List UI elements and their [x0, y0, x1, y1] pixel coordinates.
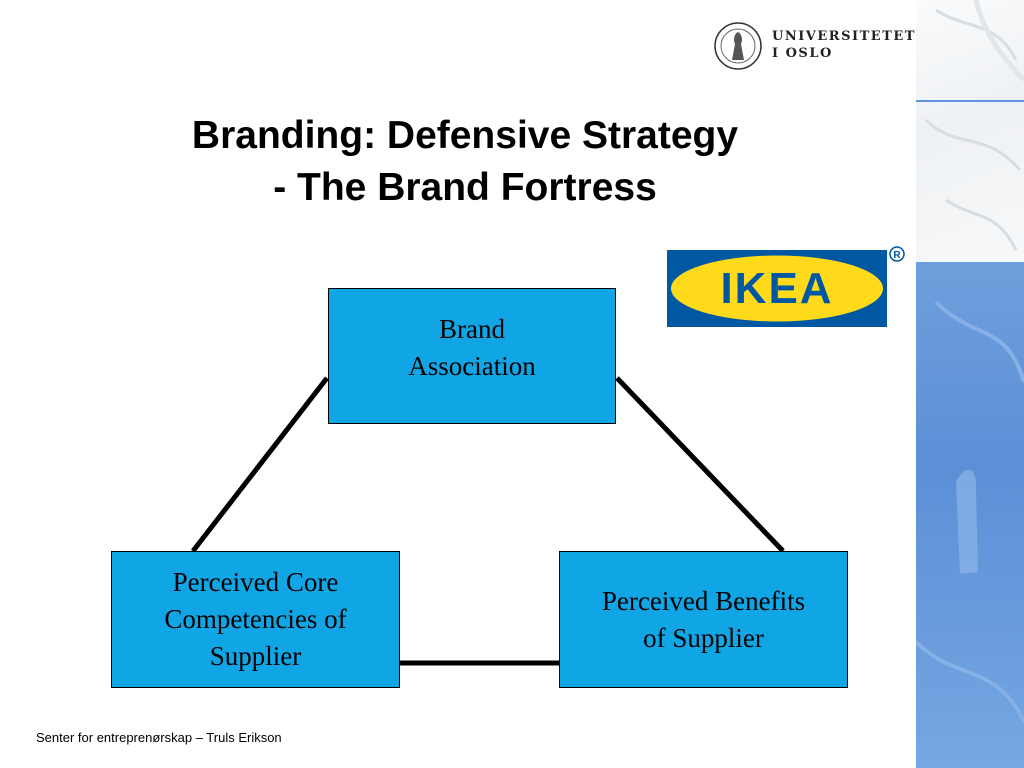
university-name-line1: UNIVERSITETET	[772, 29, 916, 44]
side-divider-line	[916, 434, 1024, 436]
node-benefits: Perceived Benefits of Supplier	[559, 551, 848, 688]
edge-brand-to-core	[191, 376, 329, 553]
statue-silhouette-icon	[916, 300, 1024, 723]
node-label-line: Supplier	[209, 641, 302, 671]
node-label-line: of Supplier	[643, 622, 764, 653]
title-line-2: - The Brand Fortress	[273, 166, 657, 209]
footer-credit: Senter for entreprenørskap – Truls Eriks…	[36, 730, 282, 745]
statue-sketch-icon	[924, 0, 1024, 251]
edge-brand-to-benefits	[615, 376, 785, 553]
university-logo	[712, 20, 912, 74]
node-label-line: Perceived Benefits	[601, 585, 806, 616]
node-label-line: Association	[408, 351, 536, 381]
ikea-logo-icon: IKEA	[671, 255, 883, 322]
node-label-line: Competencies of	[164, 604, 347, 634]
node-label-line: Brand	[439, 314, 505, 344]
ikea-logo-text: IKEA	[720, 264, 833, 313]
node-core-competencies: Perceived Core Competencies of Supplier	[111, 551, 400, 688]
side-divider-line	[916, 100, 1024, 102]
slide-title: Branding: Defensive Strategy - The Brand…	[100, 110, 830, 214]
side-decoration-strip	[916, 0, 1024, 768]
registered-trademark-icon: R	[889, 246, 905, 262]
svg-text:R: R	[893, 250, 901, 261]
title-line-1: Branding: Defensive Strategy	[191, 114, 739, 157]
side-statue-panel	[916, 0, 1024, 262]
ikea-logo: IKEA	[667, 250, 887, 327]
university-seal-icon	[714, 22, 762, 70]
node-brand-association: Brand Association	[328, 288, 616, 424]
side-blue-panel	[916, 262, 1024, 768]
node-label-line: Perceived Core	[172, 567, 339, 597]
university-name-line2: I OSLO	[772, 46, 833, 61]
